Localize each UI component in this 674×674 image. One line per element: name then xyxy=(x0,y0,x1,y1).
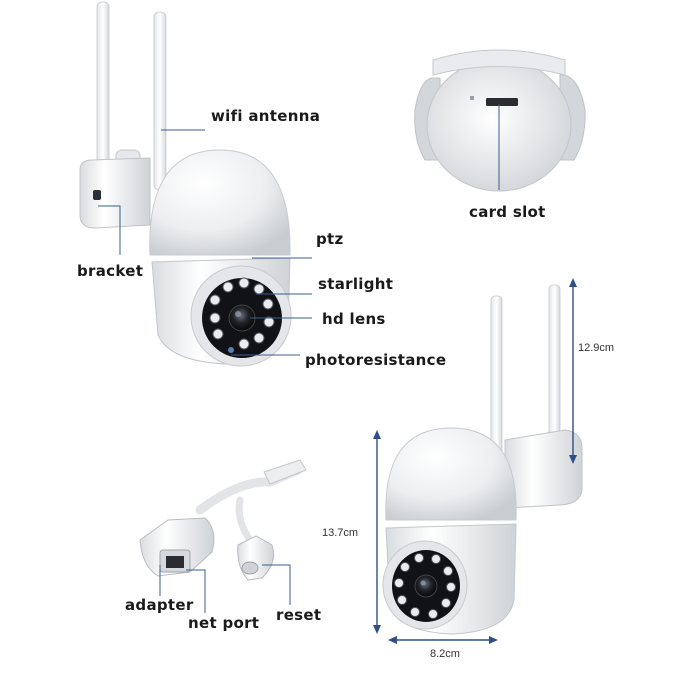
label-wifi-antenna: wifi antenna xyxy=(211,107,321,125)
label-net-port: net port xyxy=(188,614,260,632)
label-ptz: ptz xyxy=(316,230,344,248)
camera-dimension-view xyxy=(382,284,583,635)
leader-lines-cable xyxy=(159,564,291,613)
camera-bottom-view xyxy=(414,49,586,192)
label-hd-lens: hd lens xyxy=(322,310,386,328)
dimension-width: 8.2cm xyxy=(430,648,460,660)
cable-assembly xyxy=(139,459,307,581)
dimension-lines xyxy=(373,278,577,644)
dimension-height-total: 12.9cm xyxy=(578,342,615,354)
label-starlight: starlight xyxy=(318,275,394,293)
label-bracket: bracket xyxy=(77,262,144,280)
label-card-slot: card slot xyxy=(469,203,546,221)
leader-lines-main xyxy=(98,129,312,356)
label-photoresistance: photoresistance xyxy=(305,351,447,369)
dimension-height-body: 13.7cm xyxy=(322,527,359,539)
label-reset: reset xyxy=(276,606,322,624)
camera-main xyxy=(79,1,292,367)
label-adapter: adapter xyxy=(125,596,194,614)
